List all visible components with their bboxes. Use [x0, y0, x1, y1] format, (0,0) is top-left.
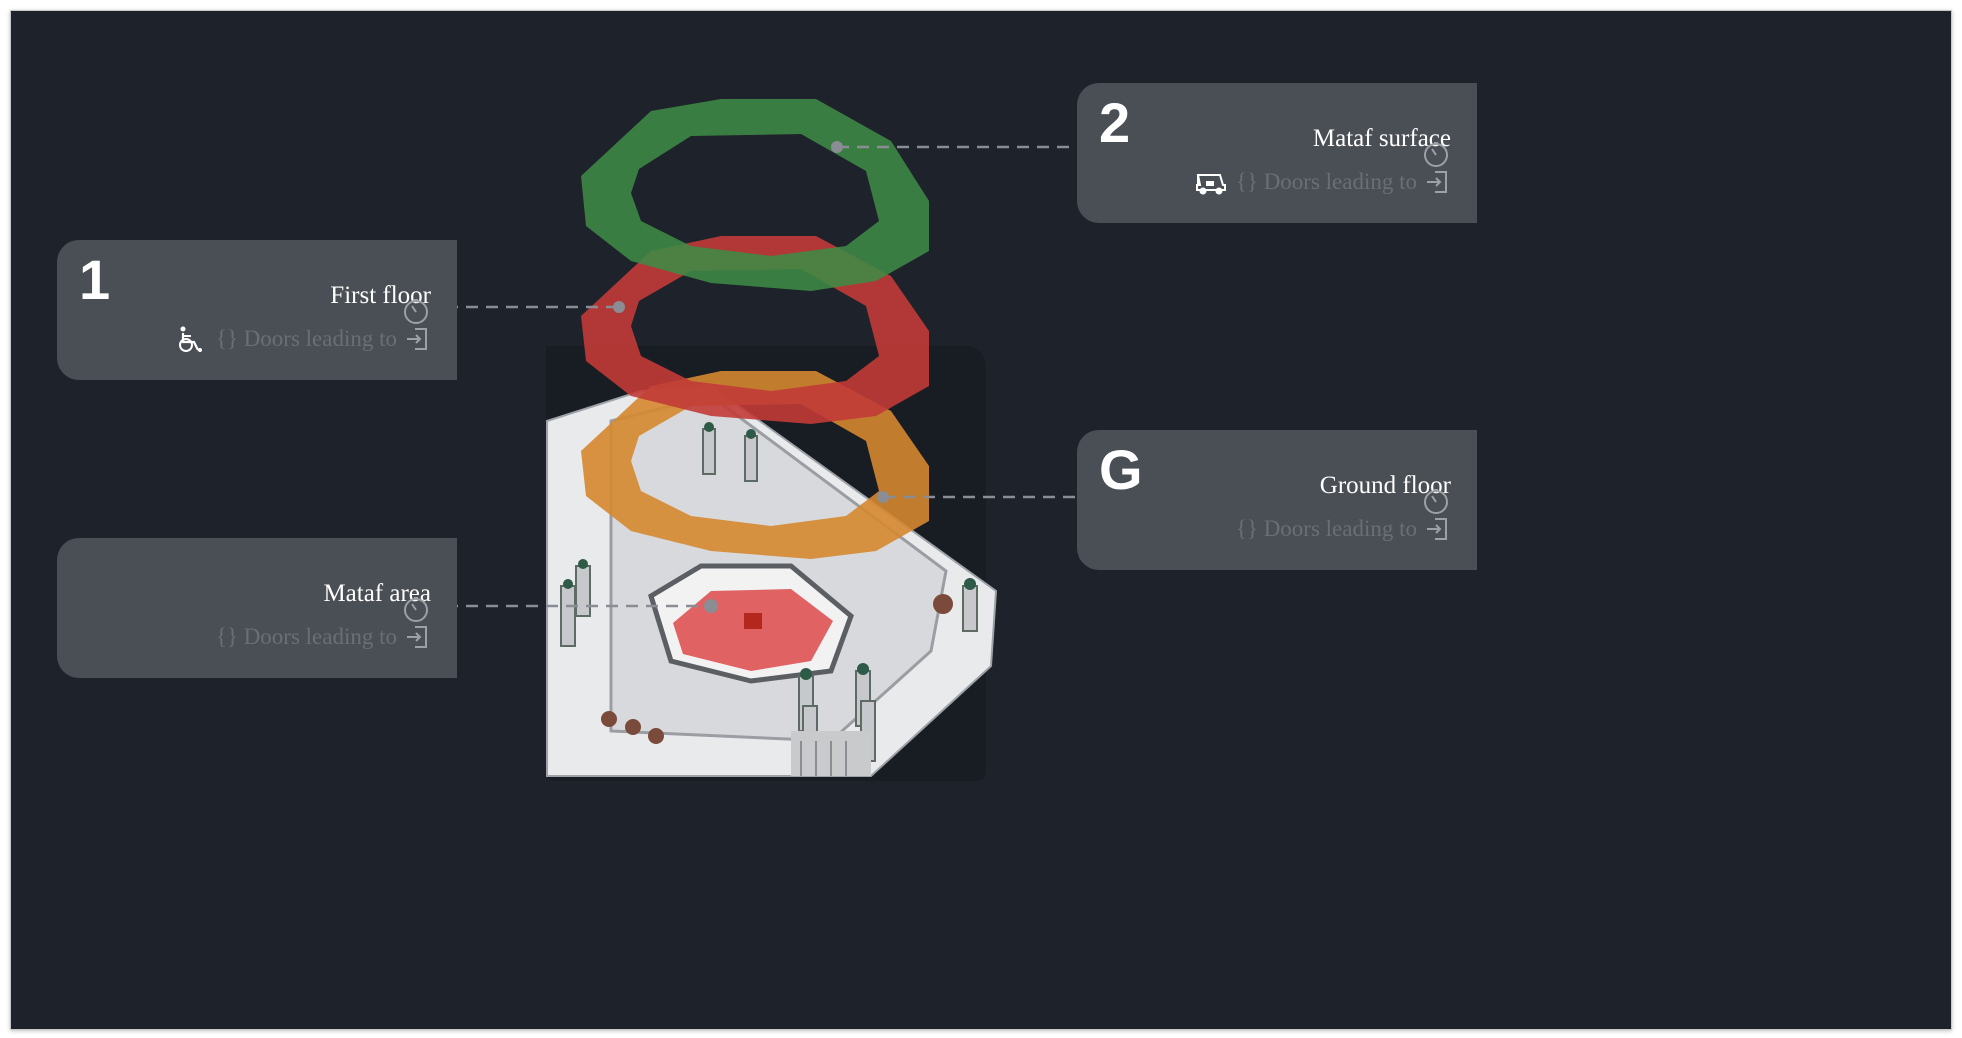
mosque-3d-scene	[446, 99, 1086, 781]
enter-door-icon[interactable]	[1425, 514, 1451, 544]
floor-title: Mataf area	[323, 580, 431, 607]
doors-row[interactable]: {} Doors leading to	[1194, 167, 1451, 197]
doors-leading-to-label: {} Doors leading to	[1235, 516, 1417, 541]
timer-icon	[1424, 489, 1448, 514]
floor-level-number: 1	[79, 248, 111, 311]
doors-row[interactable]: {} Doors leading to	[174, 324, 431, 354]
doors-leading-to-label: {} Doors leading to	[215, 624, 397, 649]
doors-row[interactable]: {} Doors leading to	[216, 622, 431, 652]
floor-title: First floor	[330, 282, 431, 309]
enter-door-icon[interactable]	[405, 324, 431, 354]
mataf-surface-card[interactable]: 2 Mataf surface {} Doors leading to	[1077, 83, 1477, 223]
enter-door-icon[interactable]	[405, 622, 431, 652]
mataf-surface-ring	[581, 99, 929, 291]
floor-level-number: G	[1099, 438, 1143, 501]
first-floor-card[interactable]: 1 First floor {} Doors leading to	[57, 240, 457, 380]
floor-level-number: 2	[1099, 91, 1131, 154]
app-canvas: 2 Mataf surface {} Doors leading to	[10, 10, 1952, 1030]
doors-row[interactable]: {} Doors leading to	[1236, 514, 1451, 544]
doors-leading-to-label: {} Doors leading to	[215, 326, 397, 351]
timer-icon	[1424, 142, 1448, 167]
enter-door-icon[interactable]	[1425, 167, 1451, 197]
doors-leading-to-label: {} Doors leading to	[1235, 169, 1417, 194]
timer-icon	[404, 597, 428, 622]
mataf-area-card[interactable]: Mataf area {} Doors leading to	[57, 538, 457, 678]
timer-icon	[404, 299, 428, 324]
wheelchair-icon	[178, 326, 202, 352]
ground-floor-card[interactable]: G Ground floor {} Doors leading to	[1077, 430, 1477, 570]
golf-cart-icon	[1195, 174, 1226, 195]
